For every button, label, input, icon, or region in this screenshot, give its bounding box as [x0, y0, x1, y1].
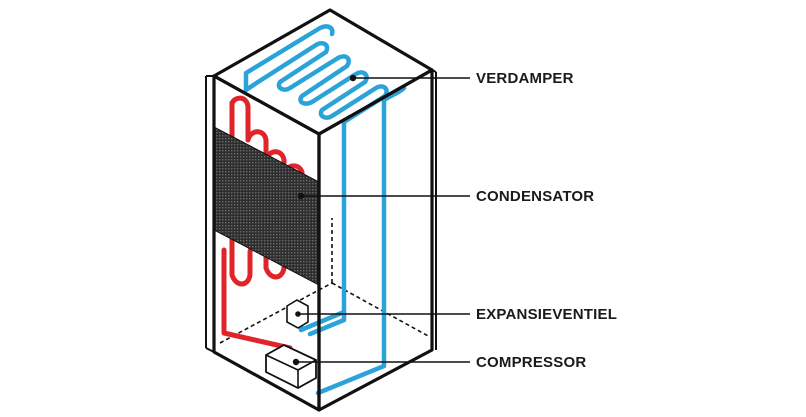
leader-dots	[297, 74, 357, 200]
label-compressor: COMPRESSOR	[476, 354, 586, 371]
expansion-valve	[286, 299, 309, 329]
leader-lines	[296, 77, 470, 363]
compressor	[265, 343, 317, 390]
label-verdamper: VERDAMPER	[476, 70, 574, 87]
cabinet-outline	[205, 8, 437, 412]
cabinet-hidden-edges	[219, 218, 431, 344]
label-expansieventiel: EXPANSIEVENTIEL	[476, 306, 617, 323]
label-condensator: CONDENSATOR	[476, 188, 594, 205]
